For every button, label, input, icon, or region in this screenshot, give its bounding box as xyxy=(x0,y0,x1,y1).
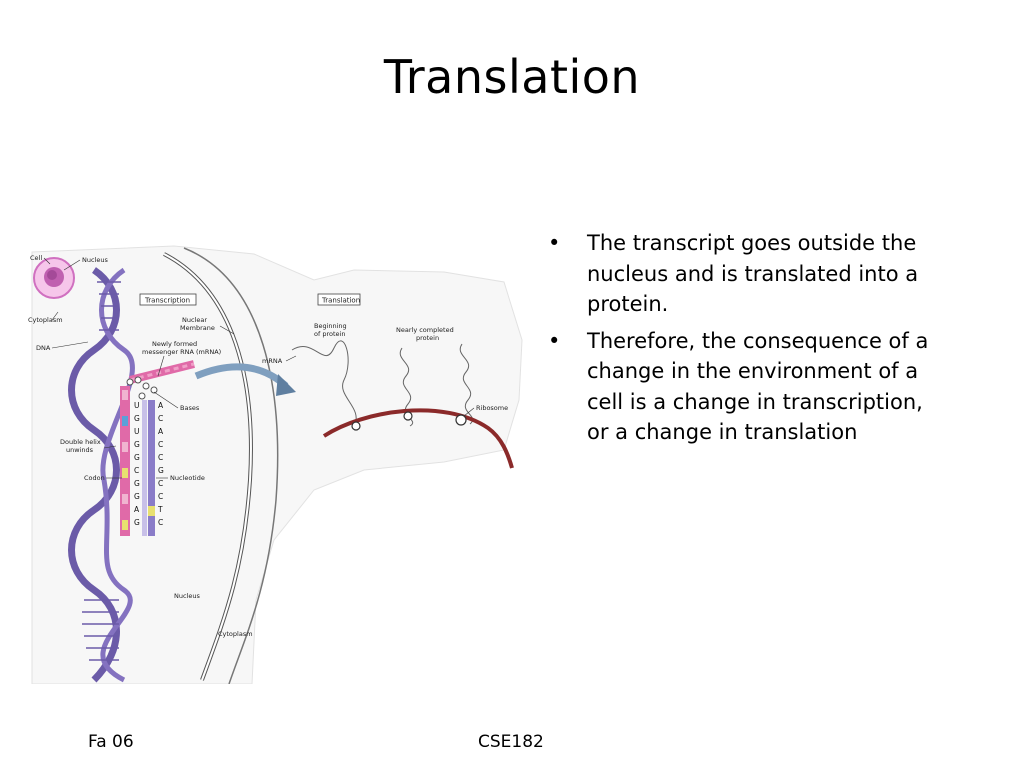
svg-text:G: G xyxy=(134,479,140,488)
label-double-helix-2: unwinds xyxy=(66,446,94,454)
label-nucleotide: Nucleotide xyxy=(170,474,205,482)
leader-lines xyxy=(43,257,475,479)
bullet-list: • The transcript goes outside the nucleu… xyxy=(548,228,948,454)
label-beginning-1: Beginning xyxy=(314,322,347,330)
rna-letters: U G U G G C G G A G xyxy=(134,401,140,527)
svg-text:C: C xyxy=(158,414,163,423)
label-cell: Cell xyxy=(30,254,42,262)
label-nuclear-membrane-2: Membrane xyxy=(180,324,215,332)
translation-diagram: U G U G G C G G A G A C A C C G C C T C xyxy=(24,240,530,684)
bullet-item: • The transcript goes outside the nucleu… xyxy=(548,228,948,320)
svg-text:A: A xyxy=(134,505,140,514)
mrna-strand xyxy=(120,360,195,536)
cytoplasm-outline xyxy=(183,247,279,684)
label-bases: Bases xyxy=(180,404,200,412)
svg-text:T: T xyxy=(157,505,163,514)
svg-text:G: G xyxy=(134,414,140,423)
cell-icon xyxy=(33,257,75,299)
dna-template-strand xyxy=(142,400,155,536)
svg-text:G: G xyxy=(134,518,140,527)
svg-text:A: A xyxy=(158,427,164,436)
mrna-translation-strand xyxy=(322,408,514,469)
label-newly-formed-1: Newly formed xyxy=(152,340,197,348)
label-double-helix-1: Double helix xyxy=(60,438,101,446)
bullet-text: Therefore, the consequence of a change i… xyxy=(587,328,929,445)
bullet-text: The transcript goes outside the nucleus … xyxy=(587,231,919,316)
label-nearly-completed-1: Nearly completed xyxy=(396,326,454,334)
bases-circles xyxy=(126,376,158,400)
bullet-item: • Therefore, the consequence of a change… xyxy=(548,326,948,448)
bullet-marker: • xyxy=(548,328,561,353)
svg-text:C: C xyxy=(158,492,163,501)
label-cytoplasm-top: Cytoplasm xyxy=(28,316,63,324)
svg-text:C: C xyxy=(158,518,163,527)
svg-text:G: G xyxy=(134,492,140,501)
process-arrow-head xyxy=(276,374,296,396)
svg-text:C: C xyxy=(134,466,139,475)
svg-text:U: U xyxy=(134,427,140,436)
label-newly-formed-2: messenger RNA (mRNA) xyxy=(142,348,221,356)
footer-term: Fa 06 xyxy=(88,732,134,752)
label-ribosome: Ribosome xyxy=(476,404,508,412)
label-nearly-completed-2: protein xyxy=(416,334,439,342)
dna-double-helix xyxy=(68,267,135,683)
svg-text:A: A xyxy=(158,401,164,410)
label-nucleus-top: Nucleus xyxy=(82,256,108,264)
svg-text:G: G xyxy=(134,440,140,449)
svg-text:C: C xyxy=(158,479,163,488)
svg-text:C: C xyxy=(158,440,163,449)
label-nucleus-bottom: Nucleus xyxy=(174,592,200,600)
translation-diagram-svg: U G U G G C G G A G A C A C C G C C T C xyxy=(28,245,523,684)
svg-text:C: C xyxy=(158,453,163,462)
label-codon: Codon xyxy=(84,474,105,482)
label-mrna: mRNA xyxy=(262,357,283,365)
translation-box-label: Translation xyxy=(321,297,360,305)
nuclear-membrane-inner xyxy=(163,253,252,681)
slide-title: Translation xyxy=(383,50,641,104)
label-cytoplasm-bottom: Cytoplasm xyxy=(218,630,253,638)
bullet-marker: • xyxy=(548,231,561,255)
label-dna: DNA xyxy=(36,344,51,352)
svg-text:U: U xyxy=(134,401,140,410)
svg-text:G: G xyxy=(134,453,140,462)
label-beginning-2: of protein xyxy=(314,330,345,338)
svg-text:G: G xyxy=(158,466,164,475)
transcription-box-label: Transcription xyxy=(144,297,190,305)
footer-course: CSE182 xyxy=(478,732,544,752)
ribosomes xyxy=(351,411,467,431)
dna-letters: A C A C C G C C T C xyxy=(157,401,164,527)
label-nuclear-membrane-1: Nuclear xyxy=(182,316,207,324)
